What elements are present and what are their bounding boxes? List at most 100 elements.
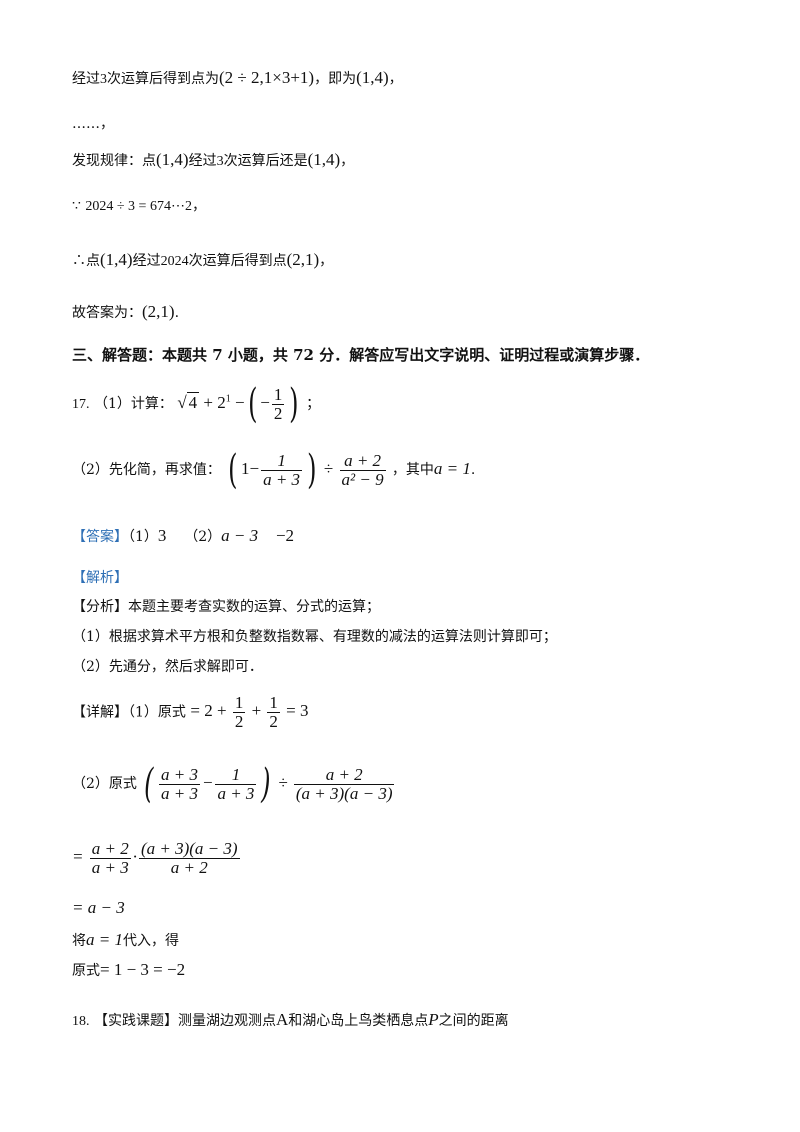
- text: 【详解】（1）原式: [72, 704, 186, 721]
- text: 【分析】本题主要考查实数的运算、分式的运算；: [72, 599, 380, 615]
- text: .: [174, 305, 180, 321]
- right-paren: ): [307, 447, 317, 493]
- text: （1）根据求算术平方根和负整数指数幂、有理数的减法的运算法则计算即可；: [72, 629, 557, 645]
- therefore-symbol: ∴: [72, 253, 86, 269]
- answer-value: a − 3: [221, 526, 259, 545]
- denominator: 2: [273, 403, 283, 423]
- numerator: (a + 3)(a − 3): [138, 839, 240, 859]
- detail-step-substitute: 将a = 1代入，得: [72, 930, 179, 951]
- text: 将: [72, 933, 86, 949]
- number: 3: [216, 154, 224, 169]
- condition: a = 1: [433, 458, 471, 478]
- text: 代入，得: [122, 933, 179, 949]
- heading-text: 三、解答题：本题共 7 小题，共 72 分．解答应写出文字说明、证明过程或演算步…: [72, 346, 650, 364]
- text: 经过: [72, 71, 100, 87]
- fraction: (a + 3)(a − 3)a + 2: [138, 839, 240, 877]
- denominator: a + 3: [91, 858, 129, 877]
- detail-step-result: 原式= 1 − 3 = −2: [72, 960, 185, 981]
- point: (1,4): [356, 68, 389, 87]
- exponent: 1: [225, 393, 231, 405]
- operator: ÷: [323, 458, 334, 478]
- numerator: 1: [261, 451, 303, 471]
- operator: −: [260, 392, 270, 412]
- analysis-tag-line: 【解析】: [72, 568, 128, 588]
- solution-line-answer: 故答案为：(2,1).: [72, 302, 179, 323]
- answer-value: 3: [157, 526, 167, 545]
- analysis-point-1: （1）根据求算术平方根和负整数指数幂、有理数的减法的运算法则计算即可；: [72, 627, 557, 647]
- text: （2）: [184, 529, 222, 545]
- text: 经过: [188, 153, 217, 169]
- numerator: 1: [232, 693, 246, 713]
- question-number: 18.: [72, 1014, 90, 1029]
- text: 点: [86, 253, 100, 269]
- text: 发现规律：点: [72, 153, 156, 169]
- analysis-summary: 【分析】本题主要考查实数的运算、分式的运算；: [72, 597, 380, 617]
- text: ；: [306, 395, 321, 412]
- left-paren: (: [144, 761, 154, 807]
- math-expression: 2024 ÷ 3 = 674⋯2: [85, 199, 192, 214]
- denominator: a + 3: [263, 469, 301, 489]
- solution-line-ellipsis: ……，: [72, 114, 114, 134]
- operator: ÷: [278, 772, 288, 792]
- denominator: a + 2: [170, 858, 208, 877]
- numerator: a + 3: [158, 764, 200, 785]
- text: ，: [388, 71, 403, 87]
- numerator: a + 2: [339, 451, 386, 471]
- answer-tag: 【答案】: [72, 529, 128, 545]
- text: 次运算后还是: [223, 153, 308, 169]
- denominator: a² − 9: [341, 469, 384, 489]
- text: 之间的距离: [438, 1013, 509, 1029]
- analysis-tag: 【解析】: [72, 570, 128, 586]
- term: 1−: [240, 458, 260, 478]
- math-expression: = 1 − 3 = −2: [100, 960, 186, 979]
- point: (1,4): [156, 150, 189, 169]
- text: 原式: [72, 963, 100, 979]
- text: ……，: [72, 116, 114, 132]
- point-label: P: [428, 1010, 439, 1029]
- denominator: a + 3: [160, 783, 198, 803]
- operator: ·: [132, 847, 137, 867]
- text: 和湖心岛上鸟类栖息点: [288, 1013, 429, 1029]
- solution-line-pattern: 发现规律：点(1,4)经过3次运算后还是(1,4)，: [72, 150, 354, 172]
- right-paren: ): [289, 381, 299, 427]
- operator: +: [251, 701, 262, 721]
- math-expression: = a − 3: [72, 898, 125, 917]
- numerator: 1: [215, 765, 257, 785]
- text: 次运算后得到点: [188, 253, 287, 269]
- operator: =: [72, 847, 84, 867]
- fraction: a + 2(a + 3)(a − 3): [293, 765, 395, 803]
- number: 2024: [160, 254, 189, 269]
- numerator: a + 2: [89, 839, 131, 859]
- sqrt: 4: [186, 391, 200, 413]
- point-label: A: [275, 1010, 289, 1029]
- text: ，: [191, 198, 206, 214]
- solution-line-therefore: ∴点(1,4)经过2024次运算后得到点(2,1)，: [72, 250, 333, 272]
- point: (2,1): [286, 250, 320, 269]
- right-paren: ): [261, 761, 271, 807]
- point: (1,4): [307, 150, 341, 169]
- point: (2,1): [142, 302, 175, 321]
- text: ，即为: [314, 71, 357, 87]
- text: （2）先通分，然后求解即可．: [72, 659, 263, 675]
- text: 故答案为：: [72, 305, 142, 321]
- text: （2）先化简，再求值：: [72, 461, 221, 478]
- left-paren: (: [228, 447, 238, 493]
- answer-line: 【答案】（1）3 （2）a − 3 −2: [72, 526, 294, 547]
- question-number: 17.: [72, 396, 90, 412]
- text: ，其中: [391, 461, 434, 478]
- text: ，: [319, 253, 334, 269]
- text: （1）: [128, 529, 158, 545]
- text: 经过: [132, 253, 161, 269]
- text: 次运算后得到点为: [107, 71, 219, 87]
- math-expression: (2 ÷ 2,1×3+1): [219, 68, 315, 87]
- term: = 2 +: [190, 701, 227, 721]
- solution-line-because: ∵ 2024 ÷ 3 = 674⋯2，: [72, 196, 206, 217]
- condition: a = 1: [86, 930, 123, 949]
